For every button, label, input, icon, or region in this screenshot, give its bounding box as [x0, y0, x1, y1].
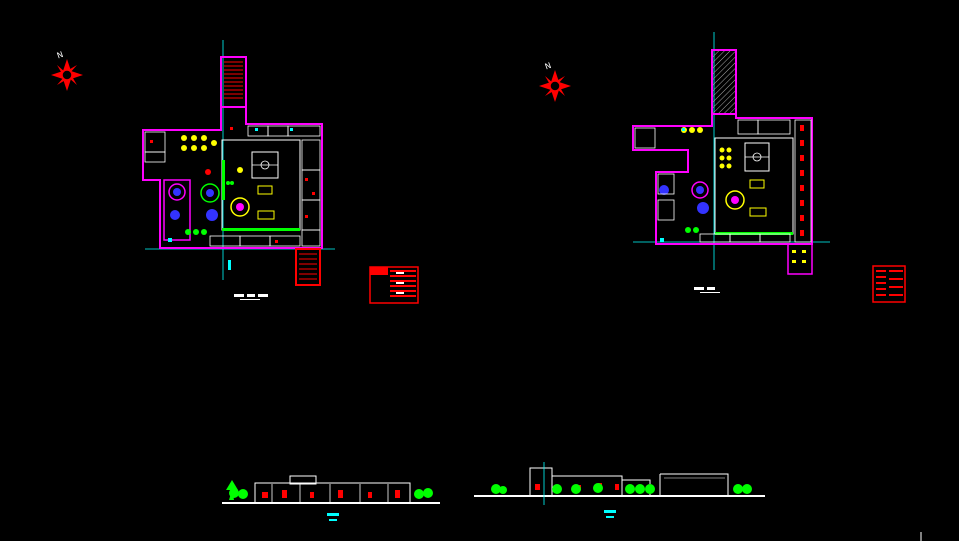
- north-label-1: N: [56, 50, 65, 61]
- floor-plan-2[interactable]: [632, 32, 830, 293]
- north-arrow-1-icon: N: [51, 50, 83, 91]
- north-arrow-2-icon: N: [539, 61, 571, 102]
- section-elevation-2[interactable]: [474, 462, 765, 518]
- legend-box-1: [369, 266, 419, 304]
- tree-icon: [226, 480, 433, 500]
- section-elevation-1[interactable]: [222, 475, 440, 521]
- legend-box-2: [872, 265, 906, 303]
- tree-icon: [491, 483, 752, 494]
- floor-plan-1[interactable]: [142, 40, 335, 300]
- north-label-2: N: [544, 61, 553, 72]
